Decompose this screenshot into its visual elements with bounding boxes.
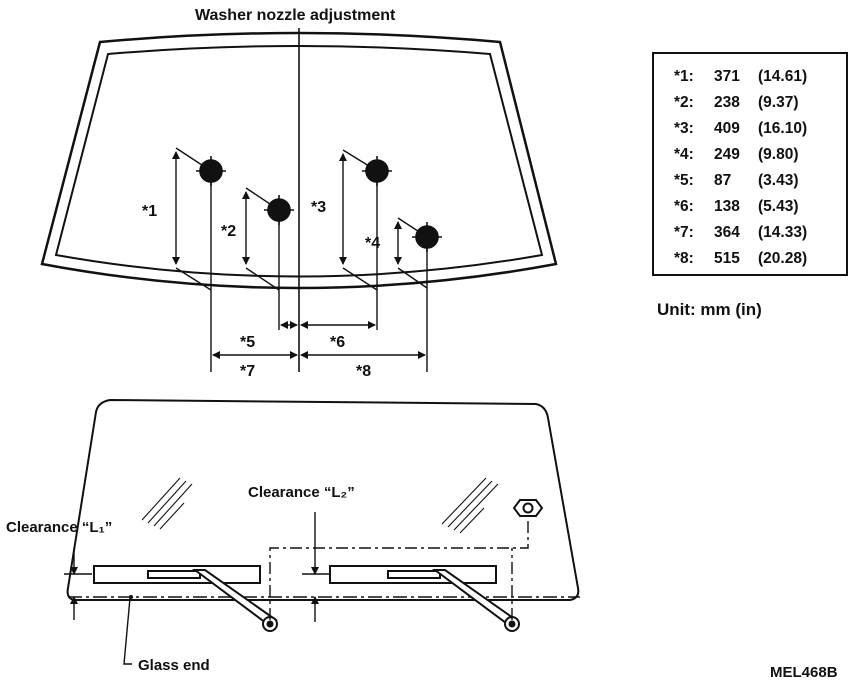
dim-label-5: *5 (240, 334, 255, 351)
clearance-l2-arrows (302, 512, 330, 622)
spec-mm: 371 (714, 68, 740, 85)
spec-row: *3: 409 (16.10) (674, 120, 807, 138)
spec-row: *4: 249 (9.80) (674, 146, 799, 164)
unit-note: Unit: mm (in) (657, 300, 762, 319)
windshield-outer (40, 31, 558, 290)
dim-label-3: *3 (311, 199, 326, 216)
extension-lines (210, 171, 428, 372)
pivot-reference-line (269, 520, 529, 620)
spec-mm: 515 (714, 250, 740, 267)
spec-mm: 364 (714, 224, 740, 241)
spec-mm: 138 (714, 198, 740, 215)
figure-code: MEL468B (770, 664, 838, 681)
windshield-inner (54, 45, 544, 278)
spec-key: *6: (674, 198, 694, 215)
spec-row: *1: 371 (14.61) (674, 68, 807, 86)
spec-mm: 87 (714, 172, 732, 189)
spec-row: *6: 138 (5.43) (674, 198, 799, 216)
dim-label-8: *8 (356, 363, 371, 380)
spec-inch: (5.43) (758, 198, 799, 215)
spec-inch: (3.43) (758, 172, 799, 189)
spec-inch: (9.80) (758, 146, 799, 163)
spec-row: *8: 515 (20.28) (674, 250, 807, 268)
spec-row: *5: 87 (3.43) (674, 172, 799, 190)
dim-label-1: *1 (142, 203, 157, 220)
spec-inch: (14.33) (758, 224, 808, 241)
diagram-title: Washer nozzle adjustment (195, 7, 396, 24)
dim-label-7: *7 (240, 363, 255, 380)
dim-label-6: *6 (330, 334, 345, 351)
spec-row: *7: 364 (14.33) (674, 224, 807, 242)
spec-table: *1: 371 (14.61) *2: 238 (9.37) *3: 409 (16.10)… (652, 52, 848, 276)
glass-end-leader (123, 597, 132, 665)
spec-row: *2: 238 (9.37) (674, 94, 799, 112)
spec-mm: 238 (714, 94, 740, 111)
glass-end-label: Glass end (138, 657, 210, 674)
spec-key: *3: (674, 120, 694, 137)
spec-key: *4: (674, 146, 694, 163)
height-dimensions (172, 147, 428, 291)
dim-label-2: *2 (221, 223, 236, 240)
wiper-arms (191, 569, 520, 632)
spec-mm: 249 (714, 146, 740, 163)
spec-mm: 409 (714, 120, 740, 137)
spec-key: *1: (674, 68, 694, 85)
glass-reflection-marks (141, 477, 499, 534)
dim-label-4: *4 (365, 235, 380, 252)
spec-inch: (16.10) (758, 120, 808, 137)
clearance-l1-arrows (64, 548, 92, 620)
spec-inch: (14.61) (758, 68, 808, 85)
spec-key: *8: (674, 250, 694, 267)
clearance-l2-label: Clearance “L₂” (248, 484, 355, 501)
washer-nozzle-icon (512, 499, 544, 517)
glass-outline (66, 398, 580, 601)
spec-key: *5: (674, 172, 694, 189)
spec-inch: (20.28) (758, 250, 808, 267)
horizontal-dimensions (212, 321, 426, 359)
spec-key: *2: (674, 94, 694, 111)
spec-inch: (9.37) (758, 94, 799, 111)
wiper-blades (93, 565, 497, 584)
spec-key: *7: (674, 224, 694, 241)
clearance-l1-label: Clearance “L₁” (6, 519, 112, 536)
